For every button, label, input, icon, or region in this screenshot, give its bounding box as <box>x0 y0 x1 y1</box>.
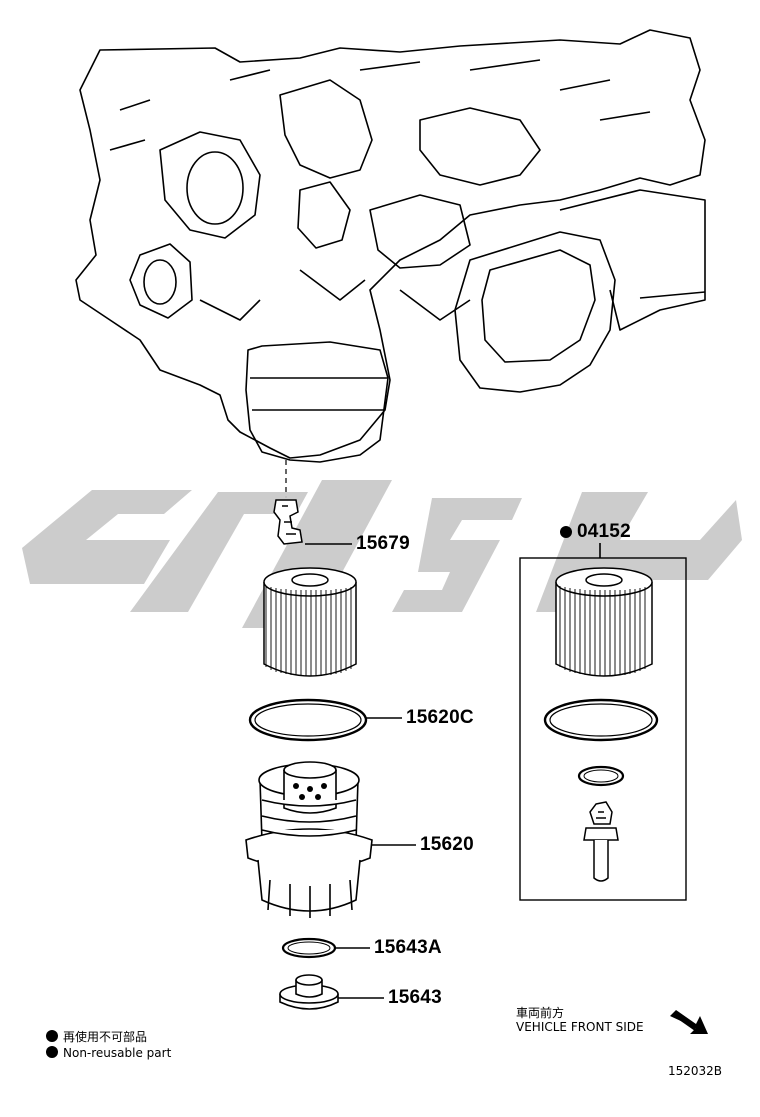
engine-block-drawing <box>75 29 706 463</box>
part-label-15620c[interactable]: 15620C <box>406 707 474 728</box>
cap-holes <box>293 783 327 800</box>
kit-o-ring-drawing <box>543 698 659 742</box>
part-number-04152: 04152 <box>577 521 631 542</box>
leader-lines <box>305 543 601 999</box>
oil-filter-element-drawing <box>263 567 357 677</box>
legend-non-reusable-en: Non-reusable part <box>46 1046 171 1060</box>
part-label-15643a[interactable]: 15643A <box>374 937 442 958</box>
drain-plug-drawing <box>279 974 339 1010</box>
figure-id: 152032B <box>668 1064 723 1078</box>
legend-dot-icon <box>46 1046 58 1058</box>
non-reusable-dot-icon <box>560 526 572 538</box>
kit-small-o-ring-drawing <box>577 765 625 787</box>
filter-housing-cap-drawing <box>245 761 373 918</box>
oil-filter-clip-drawing <box>273 499 303 545</box>
o-ring-drawing <box>248 698 368 742</box>
part-label-15643[interactable]: 15643 <box>388 987 442 1008</box>
kit-drain-tube-drawing <box>583 801 619 882</box>
kit-box <box>519 557 687 901</box>
legend-dot-icon <box>46 1030 58 1042</box>
direction-en: VEHICLE FRONT SIDE <box>516 1020 644 1034</box>
part-label-15679[interactable]: 15679 <box>356 533 410 554</box>
kit-filter-pleats <box>559 586 646 676</box>
direction-jp: 車両前方 <box>516 1006 565 1020</box>
legend-non-reusable-jp: 再使用不可部品 <box>46 1028 147 1045</box>
oil-filter-pleats <box>265 586 352 676</box>
part-label-15620[interactable]: 15620 <box>420 834 474 855</box>
legend-en-text: Non-reusable part <box>63 1046 172 1060</box>
part-label-04152[interactable]: 04152 <box>560 521 631 543</box>
legend-jp-text: 再使用不可部品 <box>63 1030 148 1044</box>
